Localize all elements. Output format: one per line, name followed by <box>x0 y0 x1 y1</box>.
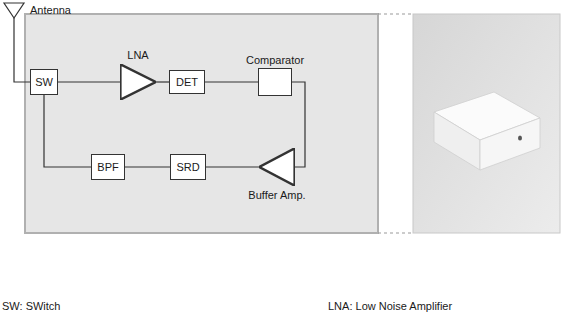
antenna-feed <box>14 18 30 82</box>
signal-wire <box>44 95 91 167</box>
signal-wire <box>206 166 259 167</box>
node-label: SW <box>35 76 53 89</box>
antenna-symbol <box>4 3 24 18</box>
node-label: DET <box>176 76 198 89</box>
diode-box: SRD <box>170 154 206 180</box>
antenna-label: Antenna <box>30 4 71 17</box>
device-photo <box>413 14 560 233</box>
node-label: LNA <box>127 49 148 62</box>
amplifier-triangle: Buffer Amp. <box>259 148 295 186</box>
signal-wire <box>125 166 170 167</box>
switch-box: SW <box>30 69 58 95</box>
node-label: BPF <box>97 161 118 174</box>
comparator-box: Comparator <box>258 68 292 96</box>
filter-box: BPF <box>91 154 125 180</box>
enclosure-region <box>25 14 378 233</box>
device-box <box>434 92 540 170</box>
detector-box: DET <box>169 70 205 94</box>
zoom-line <box>378 14 413 15</box>
abbreviation-note: LNA: Low Noise Amplifier <box>328 300 452 313</box>
abbreviation-note: SW: SWitch <box>2 300 60 313</box>
node-label: Comparator <box>246 54 304 67</box>
signal-wire <box>205 81 258 82</box>
signal-wire <box>58 81 120 82</box>
node-label: SRD <box>176 161 199 174</box>
signal-wire <box>156 81 169 82</box>
amplifier-triangle: LNA <box>120 64 156 100</box>
triangle-outline <box>120 64 156 100</box>
zoom-line <box>378 233 413 234</box>
triangle-outline <box>259 148 295 186</box>
node-label: Buffer Amp. <box>248 189 305 202</box>
